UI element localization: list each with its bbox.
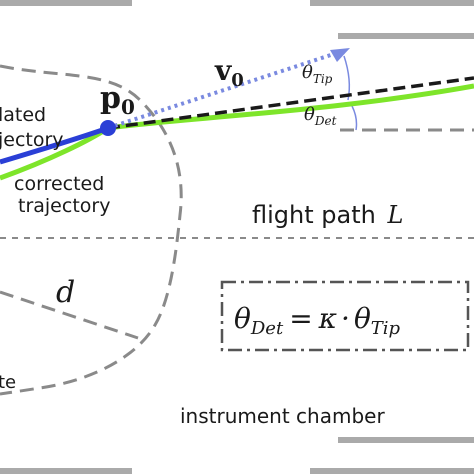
velocity-vector-line [107,50,341,130]
distance-label: d [56,275,75,310]
theta-tip-label: θTip [302,62,333,86]
simulated-trajectory-label-line2: jectory [0,129,64,151]
velocity-vector-arrowhead [330,48,350,62]
source-region-outline [0,64,183,396]
black-dashed-line [107,76,474,130]
p0-label: p0 [100,81,135,119]
equation-lhs: θ [234,302,251,335]
corrected-trajectory-label-line1: corrected [14,173,104,195]
instrument-chamber-label: instrument chamber [180,404,385,428]
theta-det-label: θDet [304,104,337,128]
corrected-trajectory-line [0,83,474,181]
equation-box [220,280,470,352]
partial-bottom-left-label: te [0,372,16,393]
simulated-trajectory-label-line1: lated [0,104,46,126]
flight-path-label: flight path L [252,201,403,229]
p0-point [100,120,116,136]
equation-text: θDet=κ·θTip [234,302,401,339]
theta-det-arc [351,105,358,131]
distance-line [0,290,139,340]
corrected-trajectory-label-line2: trajectory [18,195,110,217]
v0-label: v0 [214,54,244,91]
simulated-trajectory-line [0,125,109,165]
